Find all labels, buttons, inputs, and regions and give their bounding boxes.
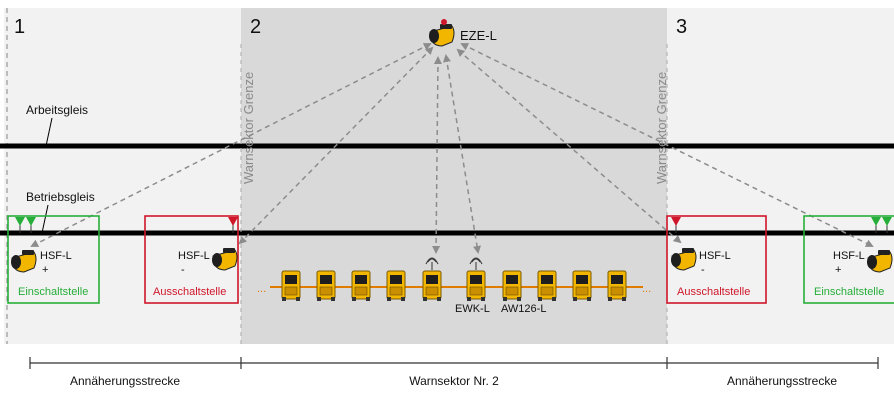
horn-right-in-label: HSF-L [833, 250, 865, 262]
warning-unit-icon [572, 270, 592, 302]
work-track-label: Arbeitsgleis [26, 103, 89, 117]
horn-right-out-label: HSF-L [699, 250, 731, 262]
warning-unit-icon [502, 270, 522, 302]
station-left-out-label: Ausschaltstelle [153, 286, 227, 298]
link-horn-right-in [460, 43, 874, 247]
station-right-in-label: Einschaltstelle [814, 286, 885, 298]
ewk-label: EWK-L [455, 303, 490, 315]
station-box-right-in [803, 215, 894, 304]
central-unit-light [441, 19, 447, 25]
station-box-left-out [144, 215, 239, 304]
station-box-left-in [7, 215, 100, 304]
boundary-label-right: Warnsektor Grenze [654, 71, 669, 184]
scale-label-middle: Warnsektor Nr. 2 [409, 374, 499, 388]
green-flags-right [871, 217, 892, 233]
warning-unit-icon [537, 270, 557, 302]
scale-bar [29, 357, 879, 369]
warning-unit-icon [466, 270, 486, 302]
warning-unit-icon [386, 270, 406, 302]
zone-3-number: 3 [676, 16, 688, 38]
scale-label-right: Annäherungsstrecke [726, 374, 838, 388]
central-unit-label: EZE-L [460, 28, 497, 43]
warning-unit-icon [316, 270, 336, 302]
horn-right-out-sign: - [701, 264, 705, 276]
scale-label-left: Annäherungsstrecke [69, 374, 181, 388]
warning-unit-icon [351, 270, 371, 302]
horn-left-out-sign: - [181, 264, 185, 276]
zone-1-number: 1 [14, 16, 26, 38]
red-flag-right [671, 217, 681, 233]
link-horn-left-out [238, 46, 434, 245]
chain-ellipsis-left: ... [257, 283, 267, 295]
operating-track-label: Betriebsgleis [26, 190, 95, 204]
warning-unit-icon [607, 270, 627, 302]
horn-left-in-label: HSF-L [40, 250, 72, 262]
station-box-right-out [666, 215, 767, 304]
aw126-label: AW126-L [501, 303, 547, 315]
antenna-icon [425, 257, 439, 270]
warning-unit-icon [422, 270, 442, 302]
warning-unit-icon [281, 270, 301, 302]
antenna-icon [469, 257, 483, 270]
horn-right-in-sign: + [835, 264, 842, 276]
horn-left-out-label: HSF-L [178, 250, 210, 262]
station-right-out-label: Ausschaltstelle [677, 286, 751, 298]
boundary-label-left: Warnsektor Grenze [241, 71, 256, 184]
horn-left-in-sign: + [42, 264, 49, 276]
station-left-in-label: Einschaltstelle [18, 286, 89, 298]
zone-2-number: 2 [250, 16, 262, 38]
green-flags-left [15, 217, 36, 233]
chain-ellipsis-right: ... [642, 283, 652, 295]
radio-links [30, 43, 874, 254]
red-flag-left [228, 217, 238, 233]
